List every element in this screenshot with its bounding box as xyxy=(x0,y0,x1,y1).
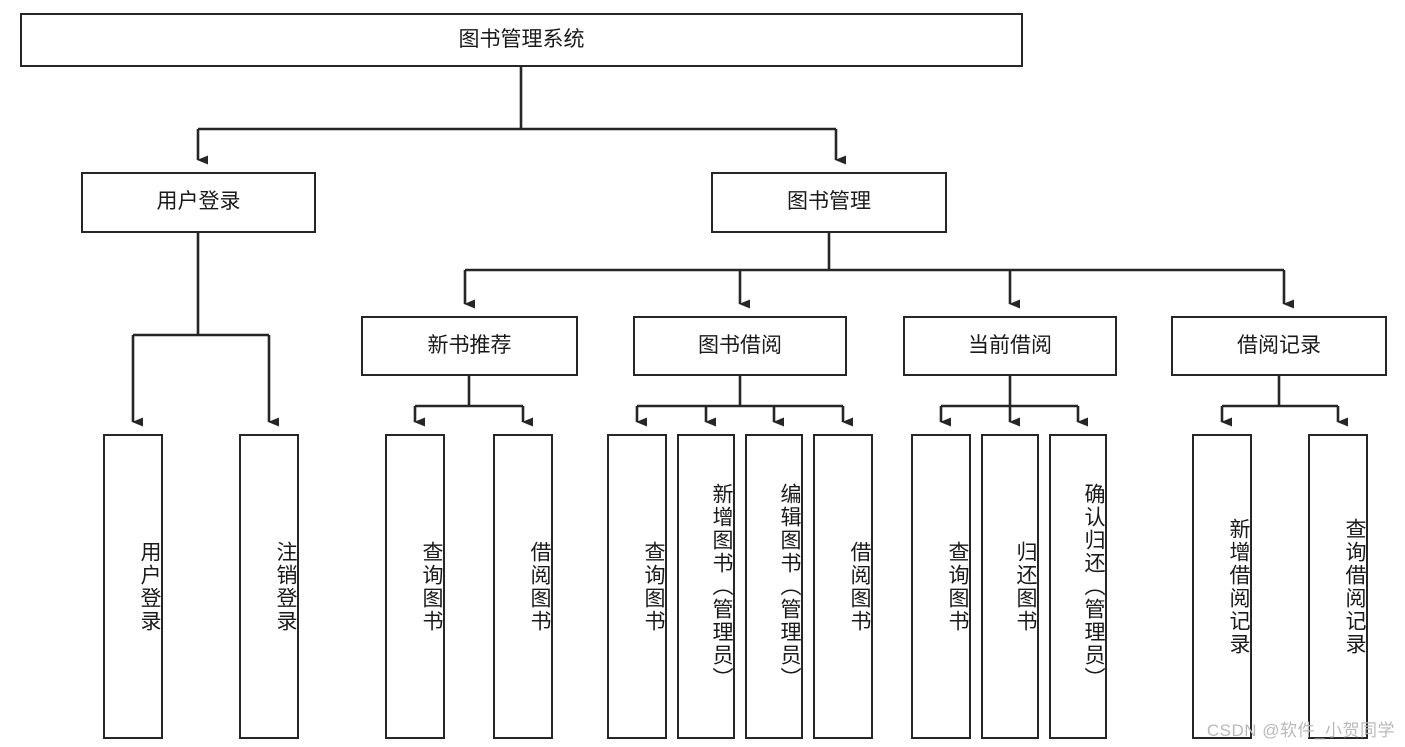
node-leaf-query-book-current-label: 查询图书 xyxy=(946,540,969,633)
node-leaf-query-book-borrow-label: 查询图书 xyxy=(642,540,665,633)
node-leaf-return-book-label: 归还图书 xyxy=(1014,540,1037,633)
node-root-label: 图书管理系统 xyxy=(458,27,585,51)
node-leaf-query-book-borrow[interactable]: 查询图书 xyxy=(607,434,667,739)
node-book-borrow-label: 图书借阅 xyxy=(698,333,782,357)
node-book-management[interactable]: 图书管理 xyxy=(711,172,947,233)
watermark: CSDN @软件_小贺同学 xyxy=(1206,721,1395,740)
node-leaf-borrow-book-new-label: 借阅图书 xyxy=(528,540,551,633)
node-leaf-confirm-return-admin[interactable]: 确认归还（管理员） xyxy=(1049,434,1107,739)
node-root[interactable]: 图书管理系统 xyxy=(20,13,1023,67)
node-leaf-confirm-return-admin-label: 确认归还（管理员） xyxy=(1082,483,1105,690)
node-borrow-record-label: 借阅记录 xyxy=(1237,333,1321,357)
node-leaf-logout[interactable]: 注销登录 xyxy=(239,434,299,739)
node-leaf-borrow-book[interactable]: 借阅图书 xyxy=(813,434,873,739)
node-leaf-add-book-admin-label: 新增图书（管理员） xyxy=(710,483,733,690)
node-borrow-record[interactable]: 借阅记录 xyxy=(1171,316,1387,376)
node-leaf-borrow-book-label: 借阅图书 xyxy=(848,540,871,633)
node-leaf-query-borrow-record-label: 查询借阅记录 xyxy=(1343,517,1366,656)
node-current-borrow[interactable]: 当前借阅 xyxy=(903,316,1117,376)
node-leaf-user-login-label: 用户登录 xyxy=(138,540,161,633)
node-leaf-return-book[interactable]: 归还图书 xyxy=(981,434,1039,739)
node-leaf-query-book-current[interactable]: 查询图书 xyxy=(911,434,971,739)
node-leaf-query-book-new-label: 查询图书 xyxy=(420,540,443,633)
node-new-book-recommend-label: 新书推荐 xyxy=(427,333,512,357)
node-user-login-label: 用户登录 xyxy=(156,190,241,214)
node-book-management-label: 图书管理 xyxy=(787,190,871,214)
node-book-borrow[interactable]: 图书借阅 xyxy=(633,316,847,376)
node-leaf-user-login[interactable]: 用户登录 xyxy=(103,434,163,739)
node-leaf-logout-label: 注销登录 xyxy=(274,540,297,633)
node-leaf-borrow-book-new[interactable]: 借阅图书 xyxy=(493,434,553,739)
node-leaf-query-book-new[interactable]: 查询图书 xyxy=(385,434,445,739)
node-leaf-edit-book-admin-label: 编辑图书（管理员） xyxy=(778,483,801,690)
node-leaf-add-borrow-record-label: 新增借阅记录 xyxy=(1227,517,1250,656)
node-current-borrow-label: 当前借阅 xyxy=(968,333,1052,357)
node-leaf-add-book-admin[interactable]: 新增图书（管理员） xyxy=(677,434,735,739)
node-leaf-query-borrow-record[interactable]: 查询借阅记录 xyxy=(1308,434,1368,739)
node-leaf-add-borrow-record[interactable]: 新增借阅记录 xyxy=(1192,434,1252,739)
node-leaf-edit-book-admin[interactable]: 编辑图书（管理员） xyxy=(745,434,803,739)
node-user-login[interactable]: 用户登录 xyxy=(81,172,316,233)
node-new-book-recommend[interactable]: 新书推荐 xyxy=(361,316,578,376)
